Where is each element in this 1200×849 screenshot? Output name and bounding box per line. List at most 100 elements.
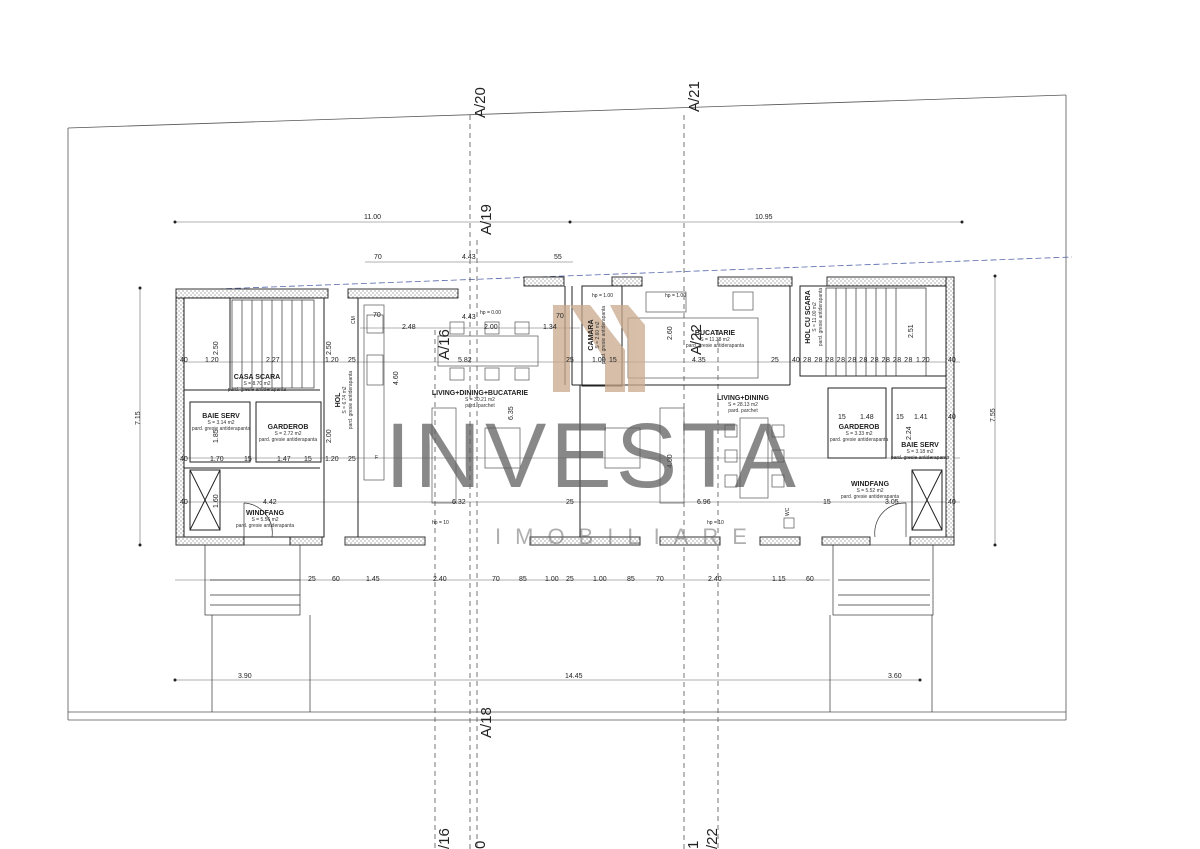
room-hol-cu-scara: HOL CU SCARA S = 11.00 m2 pard. gresie a… (805, 284, 825, 350)
dim-k-200: 2.00 (484, 324, 498, 331)
dim-top-right: 10.95 (755, 214, 773, 221)
dim-l-15b: 15 (304, 456, 312, 463)
room-floor: pard. gresie antiderapanta (890, 454, 950, 461)
axis-label-16-bottom: /16 (436, 828, 453, 849)
dim-brow-25b: 25 (566, 576, 574, 583)
dim-e-442: 4.42 (263, 499, 277, 506)
dim-brow-70r: 70 (656, 576, 664, 583)
dim-m-100r: 1.00 (592, 357, 606, 364)
room-area: S = 8.70 m2 (243, 381, 271, 388)
plot-boundary (67, 94, 1067, 721)
sill-height-4: hp = 10 (707, 520, 724, 526)
room-name: BAIE SERV (901, 442, 939, 449)
room-floor: pard. gresie antiderapanta (235, 522, 295, 529)
dim-m-582: 5.82 (458, 357, 472, 364)
room-hol: HOL S = 6.74 m2 pard. gresie antiderapan… (335, 370, 355, 430)
room-baie-serv-left: BAIE SERV S = 3.14 m2 pard. gresie antid… (186, 413, 256, 433)
room-area: S = 30.21 m2 (465, 397, 495, 404)
dim-m-40: 40 (180, 357, 188, 364)
dim-k-70: 70 (373, 312, 381, 319)
room-floor: pard. parchet (465, 402, 495, 409)
room-windfang-right: WINDFANG S = 5.52 m2 pard. gresie antide… (835, 481, 905, 501)
dim-m-25r2: 25 (771, 357, 779, 364)
exterior-walls (175, 276, 955, 546)
room-name: WINDFANG (245, 510, 285, 517)
room-name: GARDEROB (838, 424, 880, 431)
dim-brow-145: 1.45 (366, 576, 380, 583)
room-floor: pard. gresie antiderapanta (600, 305, 607, 365)
room-area: S = 2.72 m2 (274, 431, 302, 438)
dim-upper-70: 70 (374, 254, 382, 261)
axis-label-a19: A/19 (478, 204, 495, 235)
dim-e-696r: 6.96 (697, 499, 711, 506)
dim-right-height: 7.55 (990, 408, 997, 422)
boundary-dashed-line (189, 256, 1073, 291)
room-name: GARDEROB (267, 424, 309, 431)
dim-brow-100r: 1.00 (593, 576, 607, 583)
dim-l-148r: 1.48 (860, 414, 874, 421)
dim-e-25r: 25 (566, 499, 574, 506)
dim-k-134: 1.34 (543, 324, 557, 331)
room-floor: pard. parchet (728, 407, 758, 414)
dim-e-40: 40 (180, 499, 188, 506)
dim-brow-85r: 85 (627, 576, 635, 583)
dim-l-15r2: 15 (896, 414, 904, 421)
room-area: S = 5.56 m2 (251, 517, 279, 524)
doors (243, 502, 907, 538)
dim-v-200: 2.00 (326, 429, 333, 443)
room-floor: pard. gresie antiderapanta (227, 386, 287, 393)
room-living-dining-kitchen: LIVING+DINING+BUCATARIE S = 30.21 m2 par… (425, 390, 535, 410)
dim-bottom-1445: 14.45 (565, 673, 583, 680)
fridge-label: F (375, 455, 379, 461)
dim-l-147: 1.47 (277, 456, 291, 463)
room-camara: CAMARA S = 2.60 m2 pard. gresie antidera… (588, 300, 608, 370)
room-casa-scara: CASA SCARA S = 8.70 m2 pard. gresie anti… (222, 374, 292, 394)
room-area: S = 3.14 m2 (207, 420, 235, 427)
sill-height-3: hp = 10 (432, 520, 449, 526)
room-floor: pard. gresie antiderapanta (258, 436, 318, 443)
dim-bottom-390: 3.90 (238, 673, 252, 680)
dim-m-120: 1.20 (205, 357, 219, 364)
dim-e-632: 6.32 (452, 499, 466, 506)
dim-brow-85: 85 (519, 576, 527, 583)
room-area: S = 5.52 m2 (856, 488, 884, 495)
dim-e-40r: 40 (948, 499, 956, 506)
dim-m-25r: 25 (566, 357, 574, 364)
interior-walls (183, 285, 947, 538)
dim-l-141r: 1.41 (914, 414, 928, 421)
axis-label-a16: A/16 (436, 329, 453, 360)
room-floor: pard. gresie antiderapanta (347, 370, 354, 430)
room-garderob-right: GARDEROB S = 3.33 m2 pard. gresie antide… (824, 424, 894, 444)
dim-k-70b: 70 (556, 313, 564, 320)
dim-m-120r: 1.20 (916, 357, 930, 364)
dim-m-40r2: 40 (948, 357, 956, 364)
sill-height-2: hp = 1.00 (665, 293, 686, 299)
dim-brow-240: 2.40 (433, 576, 447, 583)
dim-v-260: 2.60 (667, 326, 674, 340)
room-floor: pard. gresie antiderapanta (840, 493, 900, 500)
dim-m-435r: 4.35 (692, 357, 706, 364)
room-name: CASA SCARA (233, 374, 281, 381)
room-bucatarie: BUCATARIE S = 11.38 m2 pard. gresie anti… (680, 330, 750, 350)
dim-top-left: 11.00 (364, 214, 381, 221)
dim-k-443: 4.43 (462, 314, 476, 321)
dim-l-25: 25 (348, 456, 356, 463)
room-name: LIVING+DINING+BUCATARIE (431, 390, 529, 397)
dim-brow-70: 70 (492, 576, 500, 583)
dim-upper-55: 55 (554, 254, 562, 261)
room-area: S = 3.18 m2 (906, 449, 934, 456)
dim-v-251: 2.51 (908, 324, 915, 338)
dim-v-224: 2.24 (906, 426, 913, 440)
watermark-subtitle: IMOBILIARE (495, 524, 761, 549)
room-windfang-left: WINDFANG S = 5.56 m2 pard. gresie antide… (230, 510, 300, 530)
room-area: S = 3.33 m2 (845, 431, 873, 438)
room-name: LIVING+DINING (717, 395, 769, 402)
dim-v-250b: 2.50 (326, 341, 333, 355)
axis-lines (434, 115, 719, 849)
dim-brow-115r: 1.15 (772, 576, 786, 583)
dim-upper-443: 4.43 (462, 254, 476, 261)
axis-label-0-bottom: 0 (472, 840, 489, 849)
dim-k-248: 2.48 (402, 324, 416, 331)
dim-e-305r: 3.05 (885, 499, 899, 506)
dim-l-170: 1.70 (210, 456, 224, 463)
